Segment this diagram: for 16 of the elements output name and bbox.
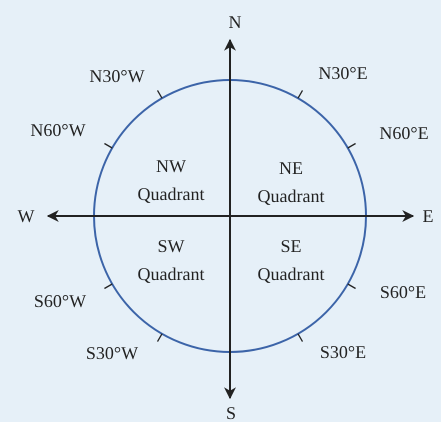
direction-label: N bbox=[228, 11, 242, 33]
quadrant-label: SE Quadrant bbox=[256, 235, 326, 286]
bearing-label: N60°W bbox=[30, 119, 86, 141]
bearing-label: S60°W bbox=[34, 290, 86, 312]
quadrant-label: NW Quadrant bbox=[136, 155, 206, 206]
direction-label: W bbox=[18, 205, 34, 227]
bearing-label: S30°E bbox=[320, 341, 366, 363]
quadrant-label: SW Quadrant bbox=[136, 235, 206, 286]
bearing-label: N30°W bbox=[89, 65, 145, 87]
bearing-label: S30°W bbox=[86, 342, 138, 364]
direction-label: S bbox=[226, 402, 236, 422]
bearing-label: N30°E bbox=[318, 62, 368, 84]
quadrant-label: NE Quadrant bbox=[256, 157, 326, 208]
direction-label: E bbox=[422, 205, 434, 227]
bearing-label: N60°E bbox=[379, 122, 429, 144]
bearing-label: S60°E bbox=[380, 281, 426, 303]
